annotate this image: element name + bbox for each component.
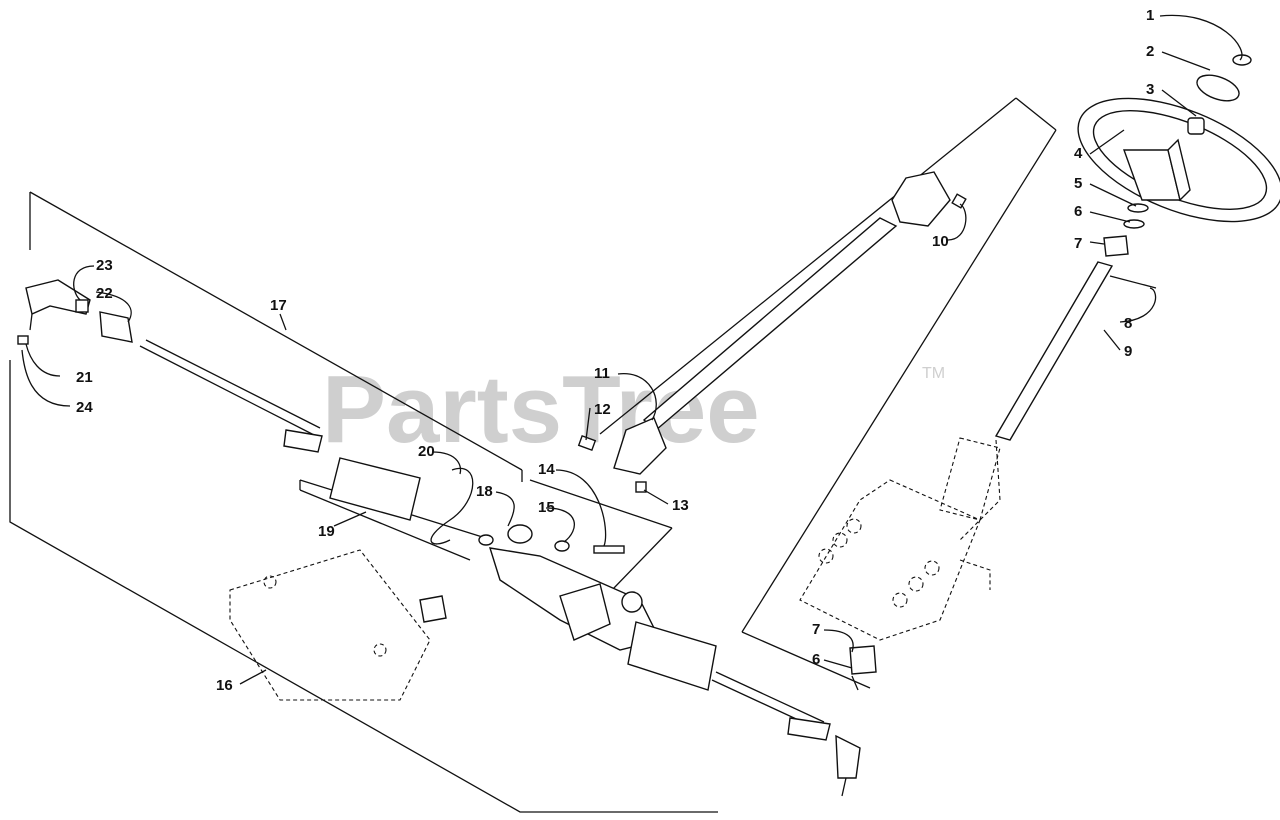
- leader-lines: [21, 14, 1243, 685]
- support-bracket: [799, 437, 1001, 641]
- callout-15: 15: [538, 499, 555, 516]
- callout-16: 16: [216, 677, 233, 694]
- callout-10: 10: [932, 233, 949, 250]
- callout-2: 2: [1146, 43, 1154, 60]
- frame-lines-column: [599, 97, 1057, 689]
- callout-11: 11: [594, 365, 610, 382]
- steering-rack: [139, 339, 861, 797]
- callout-12: 12: [594, 401, 611, 418]
- lower-bushing: [849, 645, 877, 691]
- callout-9: 9: [1124, 343, 1132, 360]
- callout-4: 4: [1074, 145, 1083, 162]
- callout-7-lower: 7: [812, 621, 820, 638]
- callout-6: 6: [1074, 203, 1082, 220]
- callout-14: 14: [538, 461, 555, 478]
- callout-17: 17: [270, 297, 287, 314]
- left-tie-rod-end: [17, 279, 133, 345]
- callout-20: 20: [418, 443, 435, 460]
- steering-shaft: [959, 261, 1157, 541]
- callout-3: 3: [1146, 81, 1154, 98]
- shaft-bushings: [1103, 203, 1149, 257]
- callout-19: 19: [318, 523, 335, 540]
- watermark-text: PartsTree: [322, 356, 760, 463]
- hardware-parts: [430, 467, 625, 554]
- callout-6-lower: 6: [812, 651, 820, 668]
- mounting-bracket: [229, 549, 447, 701]
- callout-13: 13: [672, 497, 689, 514]
- callout-7: 7: [1074, 235, 1082, 252]
- hub-cap-parts: [1187, 54, 1252, 135]
- callout-23: 23: [96, 257, 113, 274]
- callout-24: 24: [76, 399, 93, 416]
- callout-labels: 1 2 3 4 5 6 7 8 9 10 11 12 13 14 15 16 1…: [76, 7, 1154, 694]
- callout-5: 5: [1074, 175, 1082, 192]
- intermediate-shaft: [577, 171, 967, 493]
- watermark-trademark: TM: [922, 365, 945, 382]
- callout-1: 1: [1146, 7, 1154, 24]
- callout-8: 8: [1124, 315, 1132, 332]
- callout-18: 18: [476, 483, 493, 500]
- steering-wheel: [1077, 97, 1280, 223]
- callout-22: 22: [96, 285, 113, 302]
- callout-21: 21: [76, 369, 93, 386]
